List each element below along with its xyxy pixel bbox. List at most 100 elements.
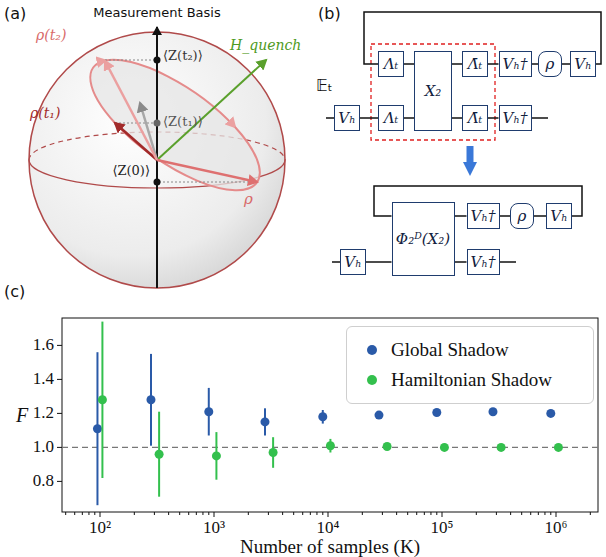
axis-title: F	[16, 404, 28, 426]
expectation-label: ⟨Z(0)⟩	[112, 164, 150, 178]
tick-label: 10²	[89, 519, 111, 538]
x-tick	[154, 512, 155, 515]
circuit-wire	[455, 215, 467, 217]
x-tick	[530, 512, 531, 515]
gate-box: Vₕ	[546, 203, 572, 229]
data-marker	[440, 443, 449, 452]
x-tick	[510, 512, 511, 515]
gate-label: Vₕ†	[503, 111, 528, 126]
x-tick	[396, 512, 397, 515]
gate-label: Vₕ†	[471, 255, 496, 270]
gate-label: Φ₂ᴰ(X₂)	[396, 232, 450, 247]
gate-box: Φ₂ᴰ(X₂)	[392, 202, 455, 276]
legend-entry: Hamiltonian Shadow	[359, 365, 581, 395]
state-label: ρ(t₂)	[36, 28, 66, 43]
axis-tick	[57, 345, 590, 517]
orbit-plane	[71, 37, 278, 214]
x-tick	[88, 512, 89, 515]
x-tick	[179, 512, 180, 515]
tick-label: 1.6	[33, 336, 54, 355]
gate-label: Vₕ	[574, 57, 591, 72]
data-marker	[269, 448, 278, 457]
hamiltonian-label: H_quench	[230, 38, 301, 53]
circuit-wire	[452, 63, 462, 65]
hamiltonian-axis	[157, 60, 266, 160]
circuit-wire	[488, 63, 499, 65]
x-tick	[362, 512, 363, 515]
x-tick	[134, 512, 135, 515]
tick-label: 10⁵	[431, 519, 454, 538]
gate-box: X₂	[414, 51, 452, 131]
y-tick	[57, 447, 62, 448]
x-tick	[248, 512, 249, 515]
gate-box: Λₜ	[378, 105, 404, 131]
x-tick	[168, 512, 169, 515]
bloch-sphere	[29, 27, 285, 288]
gate-label: X₂	[425, 84, 442, 99]
gate-box: Vₕ	[334, 105, 360, 131]
x-tick	[74, 512, 75, 515]
x-tick	[496, 512, 497, 515]
x-tick	[65, 512, 66, 515]
wire-stub	[530, 117, 548, 119]
x-tick	[430, 512, 431, 515]
circuit-wire	[455, 261, 467, 263]
circuit-wire	[500, 215, 511, 217]
average-symbol: 𝔼ₜ	[316, 77, 332, 95]
circuit-wire	[366, 261, 392, 263]
gate-label: ρ	[518, 209, 527, 224]
legend-swatch	[367, 345, 377, 355]
x-tick	[590, 512, 591, 515]
gate-label: Vₕ†	[503, 57, 528, 72]
tick-label: 10³	[203, 519, 225, 538]
state-vector	[105, 61, 157, 160]
legend-entry: Global Shadow	[359, 335, 581, 365]
circuit-wire	[488, 117, 499, 119]
gate-label: Vₕ	[550, 209, 567, 224]
data-marker	[546, 409, 555, 418]
wire-stub	[498, 261, 516, 263]
expectation-dot	[154, 57, 161, 64]
gate-label: Λₜ	[384, 111, 399, 126]
panel-letter: (b)	[318, 5, 341, 23]
gate-box: Λ̄ₜ	[462, 51, 488, 77]
circuit-wire	[562, 63, 570, 65]
projection-line	[160, 182, 257, 183]
projection-line	[105, 60, 154, 61]
x-tick	[544, 512, 545, 515]
x-tick	[316, 512, 317, 515]
dashed-frame	[371, 44, 495, 140]
data-marker	[383, 442, 392, 451]
x-tick	[293, 512, 294, 515]
data-marker	[497, 443, 506, 452]
tick-label: 0.8	[33, 472, 54, 491]
y-tick	[57, 481, 62, 482]
state-vector	[115, 123, 157, 160]
data-marker	[155, 450, 164, 459]
gate-box: Vₕ†	[467, 249, 500, 275]
state-label: ρ	[244, 191, 253, 208]
gate-box: Vₕ†	[467, 203, 500, 229]
x-tick	[82, 512, 83, 515]
chart	[57, 318, 598, 517]
data-marker	[204, 407, 213, 416]
state-box: ρ	[510, 203, 534, 229]
circuit-wire	[404, 63, 414, 65]
gate-label: ρ	[546, 57, 555, 72]
projection-line	[115, 123, 154, 124]
tick-label: 10⁴	[317, 519, 340, 538]
expectation-dot	[154, 179, 161, 186]
gate-box: Vₕ†	[499, 51, 532, 77]
x-tick	[268, 512, 269, 515]
x-tick	[202, 512, 203, 515]
panel-letter: (a)	[4, 5, 26, 23]
data-marker	[212, 451, 221, 460]
data-marker	[326, 441, 335, 450]
plot-frame	[62, 318, 598, 512]
x-tick	[310, 512, 311, 515]
x-tick	[94, 512, 95, 515]
tick-label: 1.2	[33, 404, 54, 423]
expectation-label: ⟨Z(t₁)⟩	[163, 115, 203, 129]
gate-box: Vₕ	[570, 51, 596, 77]
data-marker	[488, 407, 497, 416]
